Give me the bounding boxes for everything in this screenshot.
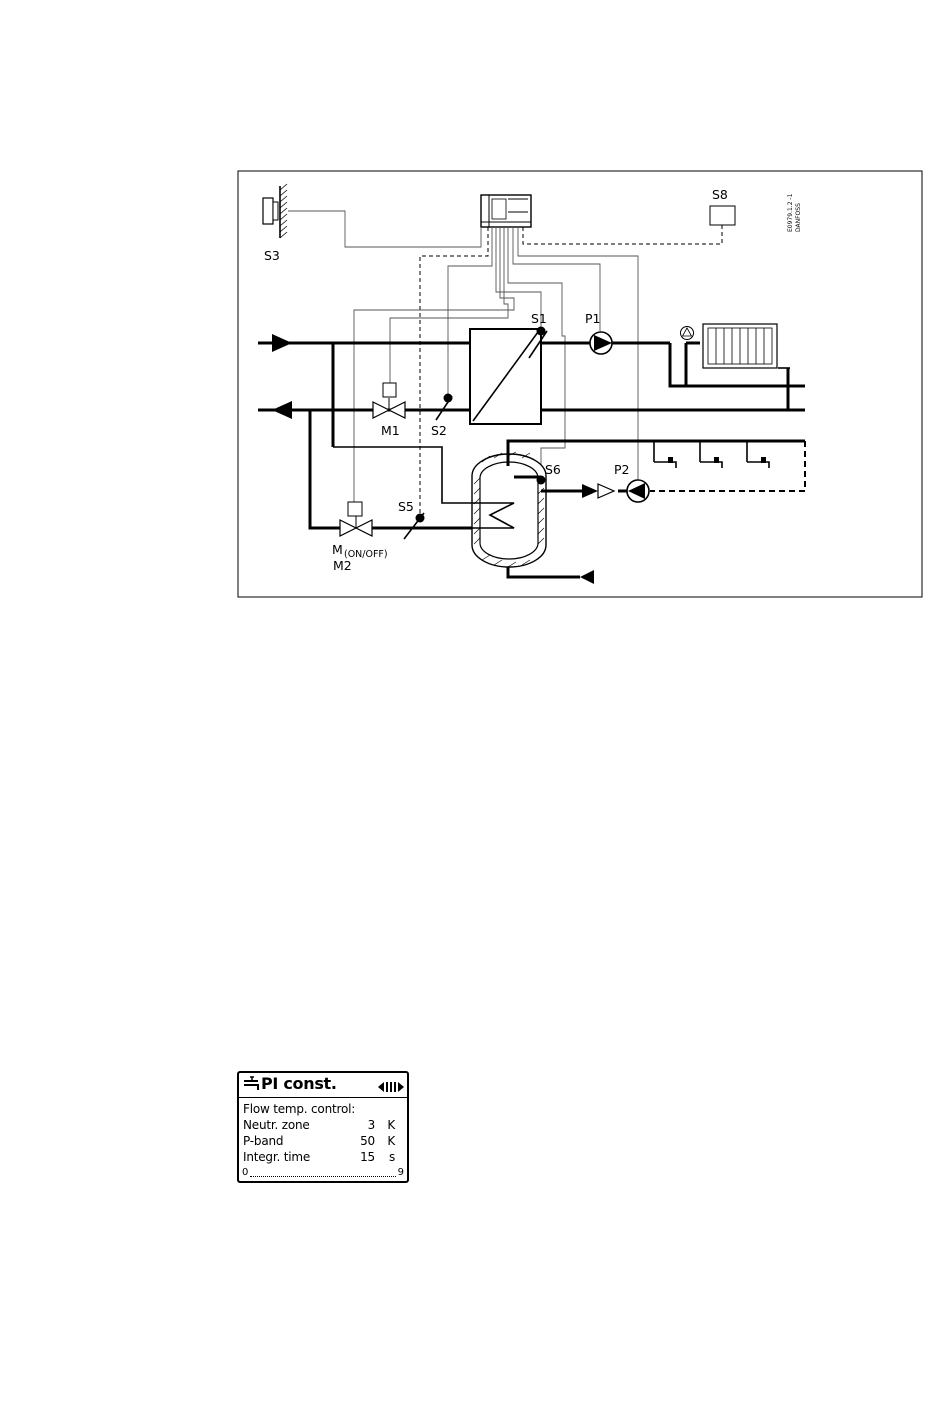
drawing-reference-code: E0979.1.2 -1 (787, 193, 794, 232)
param-unit: s (389, 1149, 395, 1165)
outdoor-sensor-s3 (263, 184, 287, 238)
scale-start: 0 (242, 1166, 248, 1180)
display-header: PI const. (239, 1073, 407, 1098)
drawing-reference-brand: DANFOSS (795, 203, 802, 232)
remote-unit-s8 (710, 206, 735, 225)
tap-icon (654, 441, 676, 468)
param-unit: K (387, 1133, 395, 1149)
display-scale-bar: 0 9 (242, 1166, 404, 1180)
primary-supply-line (258, 334, 470, 352)
label-s5: S5 (398, 499, 414, 514)
label-s8: S8 (712, 187, 728, 202)
heat-exchanger (470, 329, 541, 424)
pump-p1 (590, 332, 612, 354)
param-value: 50 (360, 1133, 375, 1149)
tap-icon (747, 441, 769, 468)
label-m1: M1 (381, 423, 400, 438)
motorized-valve-m1 (373, 383, 405, 418)
tap-icon (700, 441, 722, 468)
param-label: Neutr. zone (243, 1118, 310, 1132)
label-p2: P2 (614, 462, 630, 477)
param-unit: K (387, 1117, 395, 1133)
sensor-s5 (404, 513, 425, 539)
navigation-arrows-icon (378, 1078, 404, 1097)
controller-unit (481, 195, 531, 227)
subtitle-text: Flow temp. control: (243, 1102, 355, 1116)
hot-water-tank (472, 452, 546, 567)
param-value: 3 (368, 1117, 375, 1133)
param-label: P-band (243, 1134, 283, 1148)
motorized-valve-m2 (340, 502, 372, 536)
sensor-s2 (436, 394, 453, 421)
label-m-onoff: M (332, 542, 343, 557)
label-s1: S1 (531, 311, 547, 326)
param-neutral-zone[interactable]: Neutr. zone 3 K (243, 1117, 397, 1133)
label-m2: M2 (333, 558, 352, 573)
label-s6: S6 (545, 462, 561, 477)
param-p-band[interactable]: P-band 50 K (243, 1133, 397, 1149)
scale-end: 9 (398, 1166, 404, 1180)
controller-display: PI const. Flow temp. control: Neutr. zon… (237, 1071, 409, 1183)
expansion-vessel-warning-icon (681, 327, 694, 340)
label-s2: S2 (431, 423, 447, 438)
param-label: Integr. time (243, 1150, 310, 1164)
label-p1: P1 (585, 311, 601, 326)
tap-icon (242, 1076, 260, 1096)
scale-dots (250, 1176, 396, 1177)
radiator (703, 324, 777, 368)
label-s3: S3 (264, 248, 280, 263)
param-integration-time[interactable]: Integr. time 15 s (243, 1149, 397, 1165)
display-title: PI const. (261, 1074, 337, 1093)
display-subtitle: Flow temp. control: (243, 1101, 397, 1117)
param-value: 15 (360, 1149, 375, 1165)
